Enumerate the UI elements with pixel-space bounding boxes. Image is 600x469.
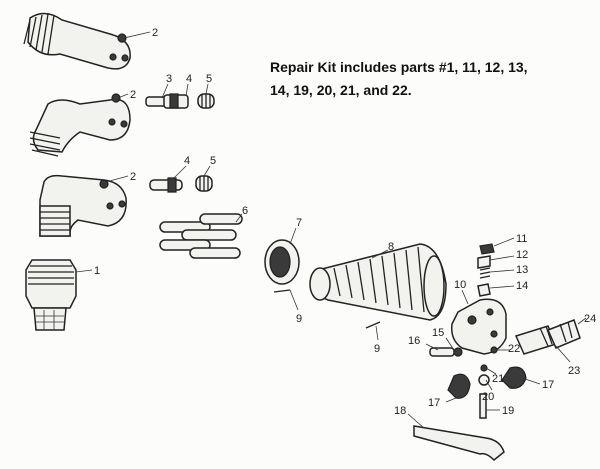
- callout-7: 7: [296, 217, 302, 229]
- spring-cap-lower: [195, 175, 213, 192]
- callout-22: 22: [508, 343, 520, 355]
- leader-lines: [75, 31, 587, 429]
- thumb-screw-17b: [501, 366, 527, 389]
- callout-20: 20: [482, 391, 494, 403]
- callout-2a: 2: [152, 27, 158, 39]
- valve-14: [477, 283, 491, 297]
- callout-9b: 9: [374, 343, 380, 355]
- spring-cap-upper: [197, 93, 215, 109]
- callout-14: 14: [516, 280, 528, 292]
- callout-17a: 17: [428, 397, 440, 409]
- callout-13: 13: [516, 264, 528, 276]
- valve-stem-upper: [145, 93, 189, 109]
- callout-11: 11: [516, 233, 527, 245]
- callout-15: 15: [432, 327, 444, 339]
- callout-3: 3: [166, 73, 172, 85]
- callout-6: 6: [242, 205, 248, 217]
- screw-16: [429, 347, 455, 357]
- callout-21: 21: [492, 373, 504, 385]
- callout-12: 12: [516, 249, 528, 261]
- callout-5a: 5: [206, 73, 212, 85]
- thumb-screw-17a: [447, 373, 471, 399]
- elbow-body-b: [29, 93, 131, 157]
- callout-16: 16: [408, 335, 420, 347]
- hose-fitting-24: [546, 319, 581, 349]
- callout-23: 23: [568, 365, 580, 377]
- repair-kit-note-line-2: 14, 19, 20, 21, and 22.: [270, 82, 412, 98]
- fitting-nut: [25, 259, 77, 331]
- callout-2c: 2: [130, 171, 136, 183]
- callout-9a: 9: [296, 313, 302, 325]
- repair-kit-note-line-1: Repair Kit includes parts #1, 11, 12, 13…: [270, 59, 528, 75]
- callout-1: 1: [94, 265, 100, 277]
- spring-13: [479, 267, 491, 279]
- callout-2b: 2: [130, 89, 136, 101]
- repair-kit-note: Repair Kit includes parts #1, 11, 12, 13…: [270, 56, 590, 102]
- callout-5b: 5: [210, 155, 216, 167]
- lever-18: [413, 425, 505, 462]
- callout-10: 10: [454, 279, 466, 291]
- handle-tube: [309, 243, 447, 321]
- pin-9b: [365, 321, 381, 329]
- callout-18: 18: [394, 405, 406, 417]
- callout-17b: 17: [542, 379, 554, 391]
- callout-19: 19: [502, 405, 514, 417]
- valve-body: [450, 298, 507, 355]
- callout-24: 24: [584, 313, 596, 325]
- seal-12: [477, 255, 491, 269]
- pin-set: [159, 213, 243, 259]
- pin-19: [479, 393, 487, 419]
- elbow-body-a: [23, 12, 131, 70]
- callout-labels: 2 2 2 1 3 4 5 4 5 6 7 8 9 9 10 11 12 13 …: [94, 27, 596, 417]
- retaining-ring: [264, 239, 300, 285]
- callout-4b: 4: [184, 155, 190, 167]
- callout-8: 8: [388, 241, 394, 253]
- pin-9a: [273, 289, 291, 293]
- ring-21: [480, 364, 488, 372]
- washer-20: [478, 374, 490, 386]
- elbow-body-c: [39, 174, 127, 237]
- cap-11: [479, 243, 495, 255]
- valve-stem-lower: [149, 177, 183, 193]
- callout-4a: 4: [186, 73, 192, 85]
- nut-15: [453, 347, 463, 357]
